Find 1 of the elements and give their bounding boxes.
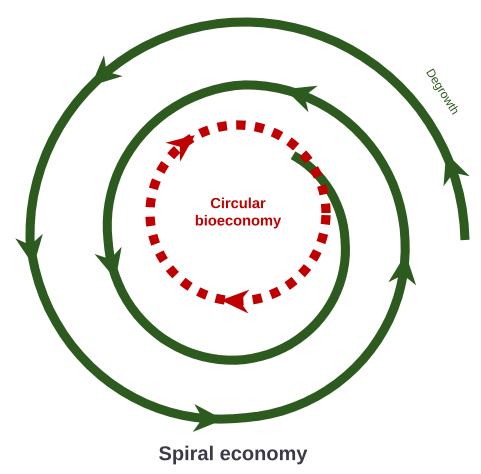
caption: Spiral economy [159,446,308,464]
